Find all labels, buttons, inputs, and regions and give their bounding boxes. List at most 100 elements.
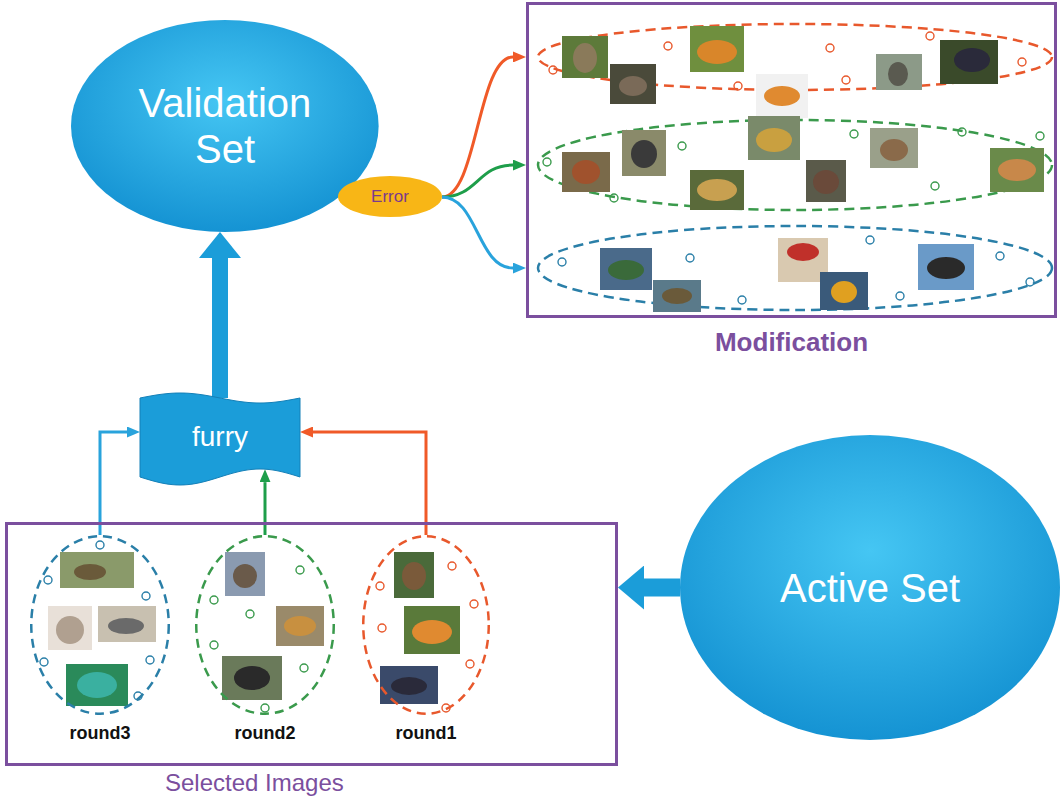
photo-subject [888,62,908,86]
photo-row [562,26,1044,312]
photo [66,664,128,706]
photo [225,552,265,596]
photo-subject [284,616,316,636]
photo [990,148,1044,192]
photo-subject [391,677,427,695]
photo-subject [954,48,990,72]
dot [958,128,966,136]
photo-subject [74,564,106,580]
photo [756,74,808,118]
connector-arrow [100,432,127,535]
document-outline [140,393,300,485]
dot [246,610,254,618]
dot [210,596,218,604]
active-set-ellipse: Active Set [680,435,1060,740]
photo-subject [831,281,857,303]
photo [690,170,744,210]
selected-dots [40,541,478,712]
node-outline [526,2,1057,318]
dot [866,236,874,244]
photo [918,244,974,290]
photo [876,54,922,90]
dot [734,82,742,90]
node-label: round2 [235,723,296,744]
dot [146,656,154,664]
dot [549,66,557,74]
dot [210,641,218,649]
dot [543,158,551,166]
photo-subject [56,616,84,644]
selected-images-panel: Selected Imagesround3round2round1 [5,522,618,799]
photo-subject [927,257,965,279]
photo-subject [998,159,1036,181]
photo [622,130,666,176]
node-outline [30,535,170,715]
ellipse-outline [338,176,442,217]
dot [842,76,850,84]
dot [686,254,694,262]
dot [96,541,104,549]
dot [300,664,308,672]
dot [738,296,746,304]
node-outline [362,535,490,715]
node-label: furry [192,421,248,453]
photo [222,656,282,700]
node-label: Error [371,187,409,207]
dot [610,194,618,202]
photo-subject [756,128,792,152]
photo [380,666,438,704]
dot [44,576,52,584]
connector-arrow [212,258,228,398]
photo-subject [662,288,692,304]
dot [678,142,686,150]
dot [826,44,834,52]
node-label: Validation Set [119,80,331,172]
dot [1018,58,1026,66]
dot [142,592,150,600]
photo-subject [573,43,597,73]
validation-set-ellipse: Validation SetError [71,20,379,232]
photo-subject [234,666,270,690]
photo-subject [764,86,800,106]
modification-panel: Modification [526,2,1057,360]
marker-dots [543,32,1044,304]
dot [40,658,48,666]
round-group: round1 [362,535,490,746]
photo-subject [619,76,647,96]
dot [296,566,304,574]
node-outline [195,535,335,715]
photo-subject [631,140,657,168]
ellipse-outline [71,20,379,232]
panel-border [528,4,1056,317]
photo [610,64,656,104]
photo [562,152,610,192]
photo [690,26,744,72]
photo [60,552,134,588]
photo-subject [412,620,452,644]
node-label: Active Set [780,565,960,611]
photo [940,40,998,84]
dot [931,182,939,190]
node-label: round3 [70,723,131,744]
dot [376,582,384,590]
round-group: round2 [195,535,335,746]
photo [394,552,434,598]
ellipse-outline [31,536,169,714]
dot [926,32,934,40]
photo-subject [697,40,737,64]
photo [870,128,918,168]
node-label: round1 [396,723,457,744]
dashed-group [538,226,1052,310]
photo-subject [77,672,117,698]
connector-arrow [442,57,513,197]
dot [470,600,478,608]
photo [600,248,652,290]
dot [996,252,1004,260]
photo-subject [402,562,426,590]
panel-border [7,524,617,765]
dot [896,292,904,300]
photo [653,280,701,312]
photo-subject [608,260,644,280]
photo [562,36,608,78]
photo-subject [880,139,908,161]
